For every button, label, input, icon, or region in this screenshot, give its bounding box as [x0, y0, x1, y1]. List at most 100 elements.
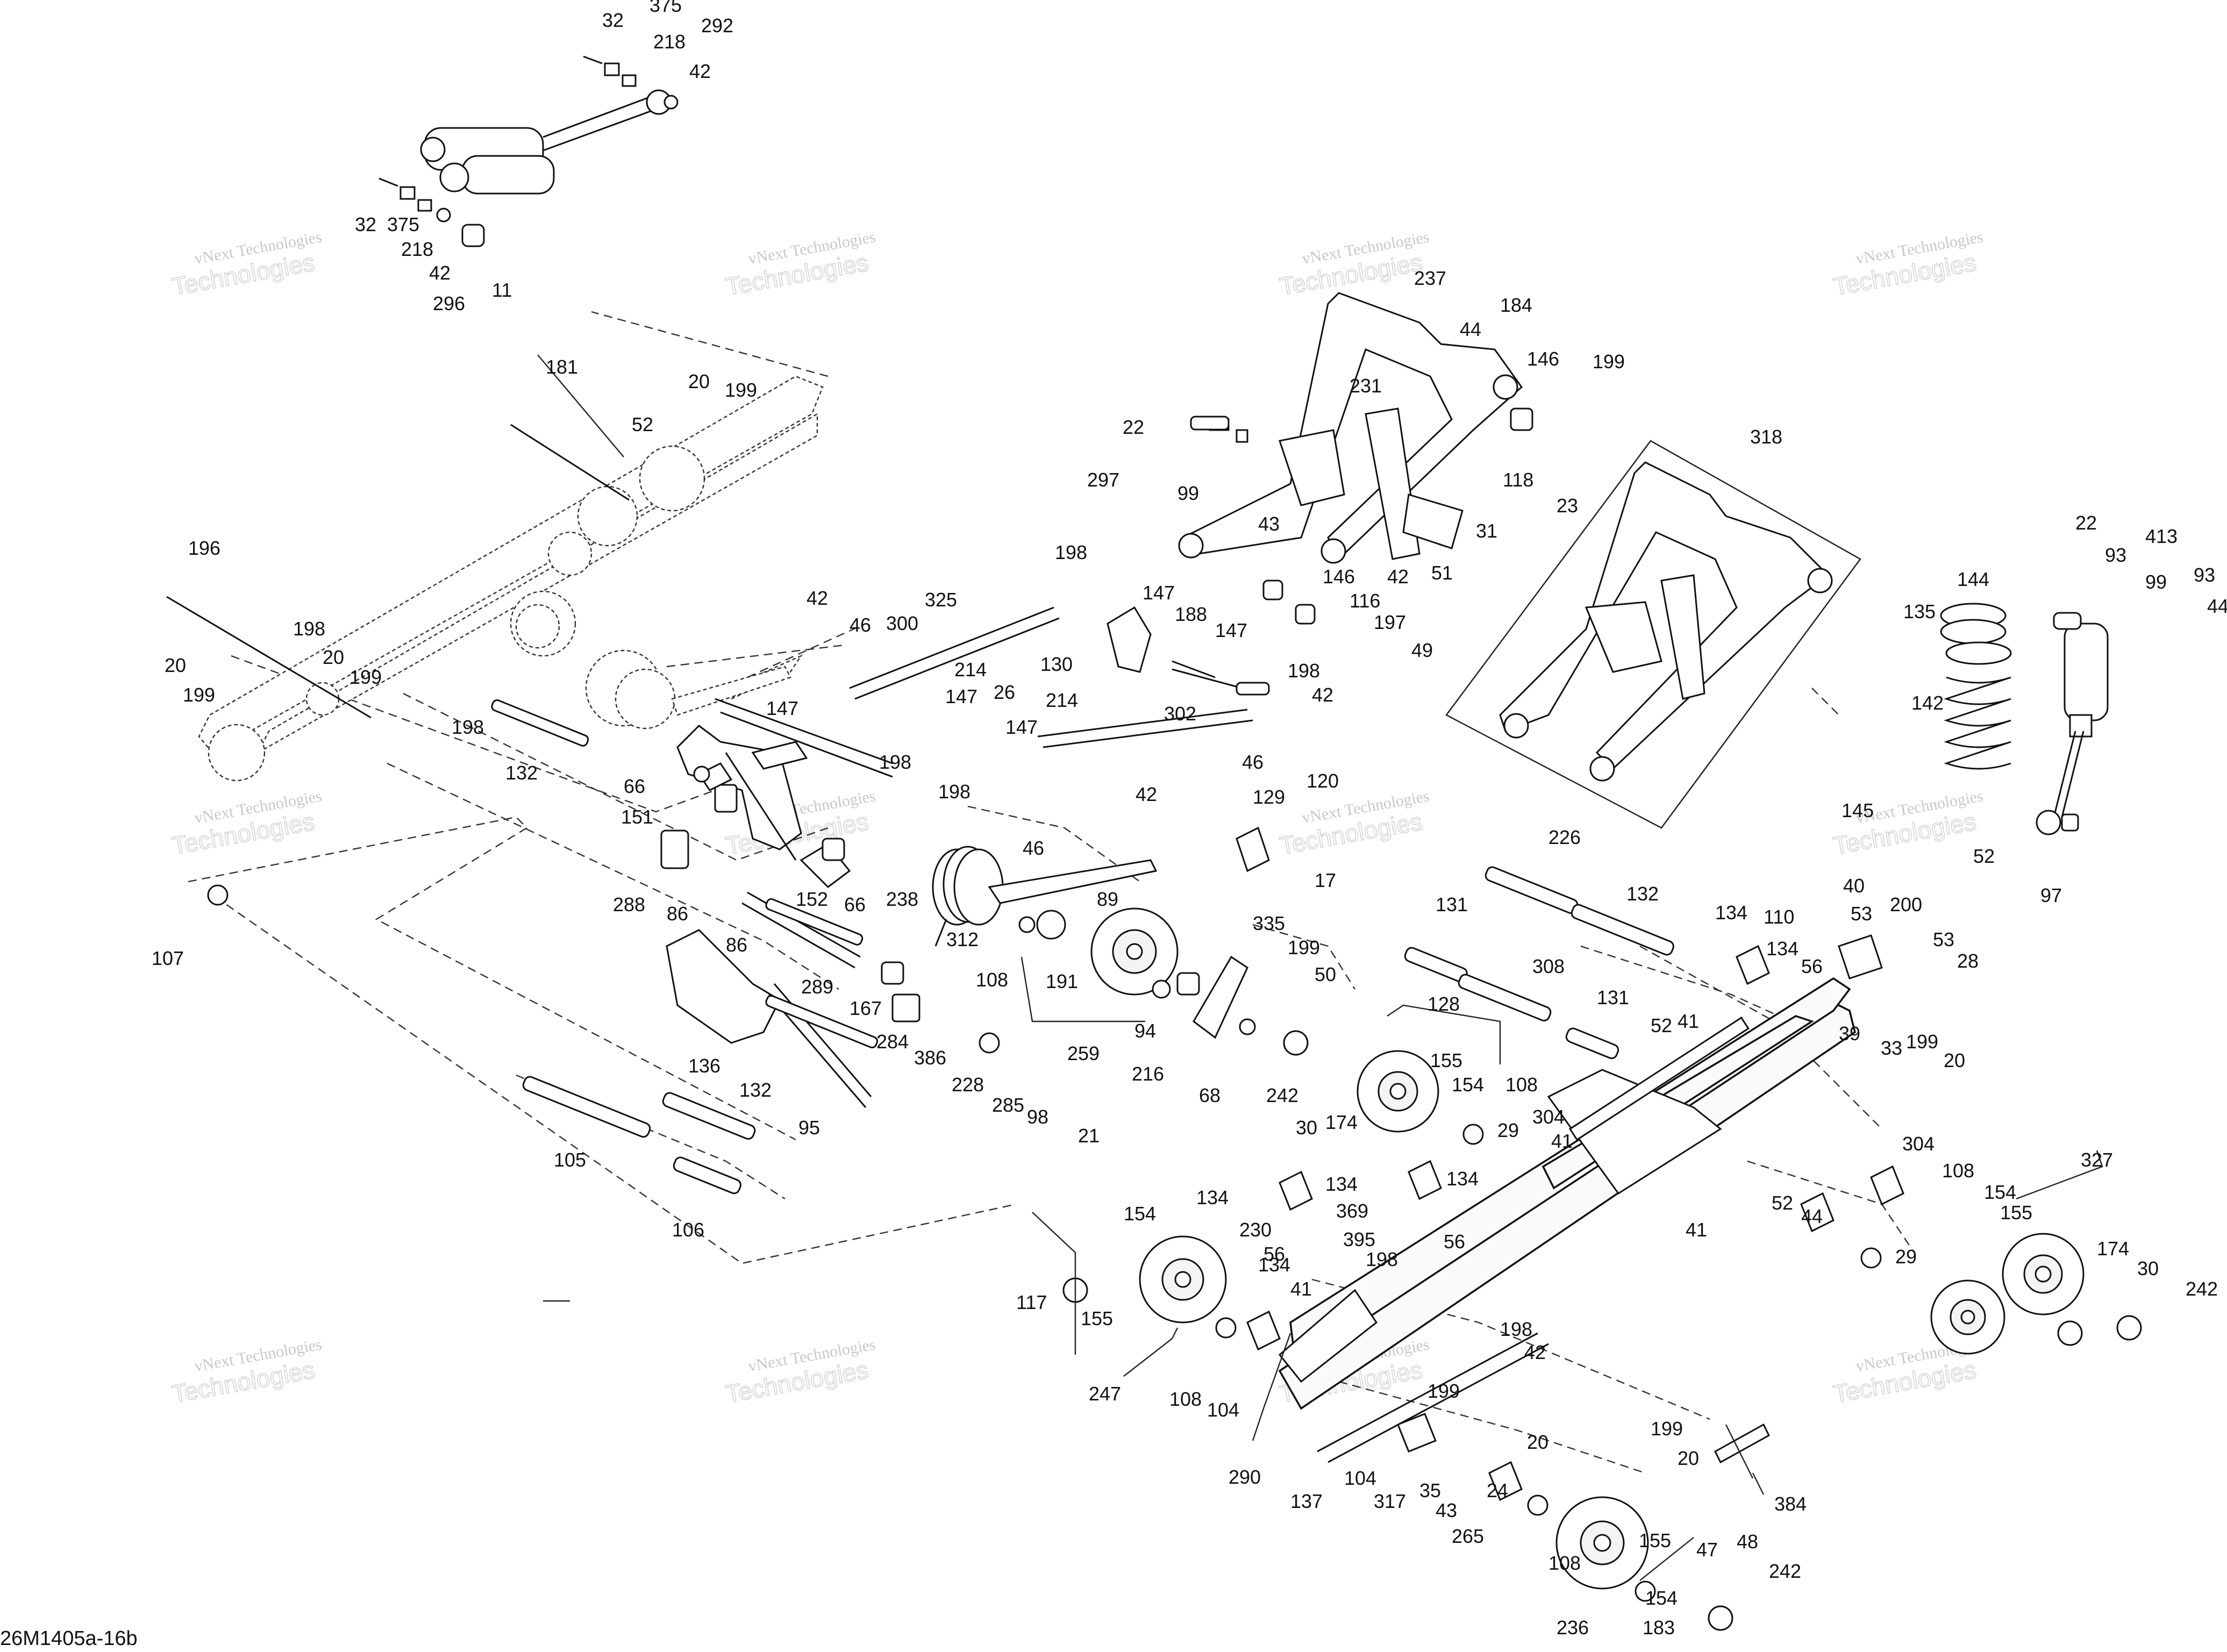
callout-132[interactable]: 132 — [1626, 883, 1659, 905]
callout-42[interactable]: 42 — [1387, 566, 1409, 588]
callout-30[interactable]: 30 — [2137, 1257, 2159, 1279]
callout-46[interactable]: 46 — [1242, 751, 1264, 773]
callout-118[interactable]: 118 — [1503, 469, 1533, 491]
rear-shock-absorber[interactable] — [420, 89, 672, 247]
callout-152[interactable]: 152 — [796, 888, 828, 910]
callout-297[interactable]: 297 — [1087, 469, 1119, 491]
callout-154[interactable]: 154 — [1645, 1587, 1678, 1609]
callout-134[interactable]: 134 — [1766, 938, 1798, 960]
callout-312[interactable]: 312 — [946, 928, 979, 950]
rear-arm-assembly[interactable] — [1178, 292, 1533, 625]
callout-11[interactable]: 11 — [492, 279, 512, 301]
callout-117[interactable]: 117 — [1016, 1291, 1047, 1313]
callout-144[interactable]: 144 — [1957, 568, 1989, 590]
callout-199[interactable]: 199 — [1427, 1380, 1460, 1402]
callout-52[interactable]: 52 — [1651, 1014, 1672, 1036]
callout-218[interactable]: 218 — [653, 31, 686, 53]
callout-48[interactable]: 48 — [1737, 1531, 1758, 1553]
callout-369[interactable]: 369 — [1336, 1200, 1368, 1222]
callout-105[interactable]: 105 — [554, 1149, 586, 1171]
callout-24[interactable]: 24 — [1487, 1479, 1508, 1501]
idler-wheel-247[interactable] — [1139, 1235, 1227, 1324]
callout-28[interactable]: 28 — [1957, 950, 1979, 972]
callout-41[interactable]: 41 — [1290, 1278, 1312, 1300]
callout-130[interactable]: 130 — [1040, 653, 1073, 675]
callout-44[interactable]: 44 — [2207, 595, 2227, 617]
callout-147[interactable]: 147 — [1005, 716, 1038, 738]
callout-110[interactable]: 110 — [1764, 906, 1794, 928]
callout-29[interactable]: 29 — [1497, 1119, 1519, 1141]
callout-20[interactable]: 20 — [688, 370, 710, 392]
callout-198[interactable]: 198 — [452, 716, 484, 738]
callout-325[interactable]: 325 — [925, 589, 957, 611]
callout-20[interactable]: 20 — [1944, 1049, 1965, 1071]
callout-214[interactable]: 214 — [1046, 689, 1078, 711]
callout-284[interactable]: 284 — [876, 1031, 909, 1053]
callout-108[interactable]: 108 — [1942, 1160, 1974, 1182]
callout-22[interactable]: 22 — [2075, 512, 2097, 534]
callout-42[interactable]: 42 — [429, 262, 451, 284]
callout-44[interactable]: 44 — [1801, 1205, 1823, 1227]
callout-134[interactable]: 134 — [1258, 1254, 1290, 1276]
callout-29[interactable]: 29 — [1895, 1246, 1917, 1268]
callout-155[interactable]: 155 — [1081, 1307, 1113, 1329]
callout-20[interactable]: 20 — [323, 646, 344, 668]
callout-196[interactable]: 196 — [188, 537, 220, 559]
callout-94[interactable]: 94 — [1134, 1020, 1156, 1042]
callout-155[interactable]: 155 — [1430, 1049, 1462, 1071]
callout-265[interactable]: 265 — [1452, 1525, 1484, 1547]
callout-198[interactable]: 198 — [1288, 660, 1320, 682]
callout-181[interactable]: 181 — [546, 356, 578, 378]
callout-31[interactable]: 31 — [1476, 520, 1497, 542]
callout-242[interactable]: 242 — [1266, 1084, 1298, 1106]
callout-184[interactable]: 184 — [1500, 294, 1532, 316]
callout-132[interactable]: 132 — [739, 1079, 772, 1101]
callout-413[interactable]: 413 — [2145, 525, 2178, 547]
callout-42[interactable]: 42 — [806, 587, 828, 609]
front-arm-assembly[interactable] — [660, 698, 893, 1108]
callout-129[interactable]: 129 — [1253, 786, 1285, 808]
callout-198[interactable]: 198 — [1500, 1318, 1532, 1340]
callout-197[interactable]: 197 — [1374, 611, 1406, 633]
idler-wheel-128[interactable] — [1357, 1050, 1439, 1133]
callout-145[interactable]: 145 — [1841, 799, 1874, 821]
callout-228[interactable]: 228 — [952, 1074, 984, 1096]
callout-259[interactable]: 259 — [1067, 1042, 1100, 1064]
callout-188[interactable]: 188 — [1175, 603, 1207, 625]
callout-52[interactable]: 52 — [1772, 1192, 1793, 1214]
callout-93[interactable]: 93 — [2194, 564, 2215, 586]
callout-154[interactable]: 154 — [1452, 1074, 1484, 1096]
callout-108[interactable]: 108 — [1548, 1552, 1581, 1574]
callout-23[interactable]: 23 — [1557, 495, 1578, 517]
callout-146[interactable]: 146 — [1323, 566, 1355, 588]
callout-247[interactable]: 247 — [1089, 1383, 1121, 1405]
callout-300[interactable]: 300 — [886, 612, 918, 634]
callout-131[interactable]: 131 — [1436, 893, 1468, 916]
callout-395[interactable]: 395 — [1343, 1228, 1375, 1250]
callout-327[interactable]: 327 — [2081, 1149, 2113, 1171]
callout-375[interactable]: 375 — [649, 0, 682, 16]
callout-99[interactable]: 99 — [1177, 482, 1199, 504]
callout-231[interactable]: 231 — [1350, 375, 1382, 397]
callout-218[interactable]: 218 — [401, 238, 433, 260]
callout-95[interactable]: 95 — [798, 1117, 820, 1139]
callout-20[interactable]: 20 — [1678, 1447, 1699, 1469]
callout-147[interactable]: 147 — [1143, 582, 1175, 604]
callout-174[interactable]: 174 — [1325, 1111, 1358, 1133]
callout-198[interactable]: 198 — [1366, 1248, 1398, 1270]
callout-86[interactable]: 86 — [667, 903, 688, 925]
callout-198[interactable]: 198 — [293, 618, 325, 640]
callout-32[interactable]: 32 — [355, 213, 376, 235]
callout-106[interactable]: 106 — [672, 1219, 704, 1241]
callout-22[interactable]: 22 — [1123, 416, 1144, 438]
callout-99[interactable]: 99 — [2145, 571, 2167, 593]
callout-199[interactable]: 199 — [1651, 1418, 1683, 1440]
callout-154[interactable]: 154 — [1984, 1181, 2016, 1203]
callout-42[interactable]: 42 — [1136, 783, 1157, 805]
callout-238[interactable]: 238 — [886, 888, 918, 910]
idler-wheel-259[interactable] — [1090, 907, 1179, 996]
callout-66[interactable]: 66 — [624, 775, 645, 797]
callout-53[interactable]: 53 — [1933, 928, 1954, 950]
idler-wheel-327[interactable] — [2002, 1233, 2085, 1315]
callout-49[interactable]: 49 — [1411, 639, 1433, 661]
